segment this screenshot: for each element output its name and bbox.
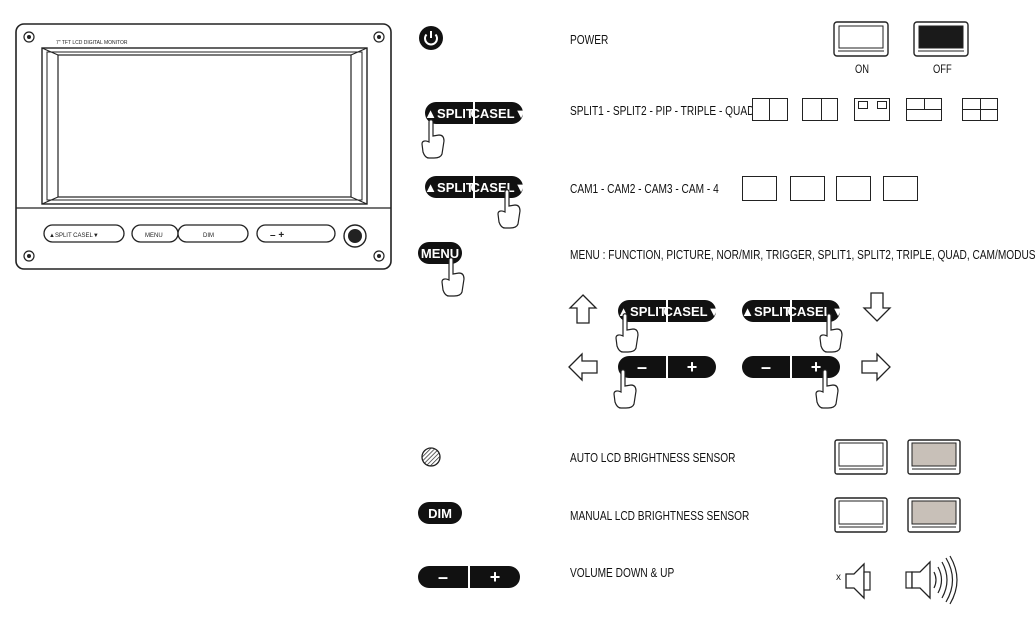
- split-case-button[interactable]: ▲SPLIT CASEL▼: [424, 102, 528, 124]
- split-modes-label: SPLIT1 - SPLIT2 - PIP - TRIPLE - QUAD: [570, 103, 755, 118]
- cam3-icon: [836, 176, 871, 201]
- split-case-button-cam[interactable]: ▲SPLIT CASEL▼: [424, 176, 528, 198]
- plus-key-label: +: [489, 566, 501, 587]
- minus-key-label: –: [437, 566, 448, 587]
- hand-pointer-icon: [441, 257, 465, 297]
- arrow-down-icon: [862, 292, 892, 322]
- case-key-label: CASEL▼: [663, 303, 721, 319]
- split1-layout-icon: [752, 98, 788, 121]
- cam2-icon: [790, 176, 825, 201]
- hand-pointer-icon: [421, 119, 445, 159]
- arrow-up-icon: [568, 294, 598, 324]
- monitor-screen: [57, 54, 352, 198]
- monitor-volume-label: – +: [270, 230, 284, 241]
- monitor-dim-button: [177, 224, 249, 243]
- dim-button-label: DIM: [428, 505, 452, 521]
- monitor-bright-icon: [834, 439, 888, 475]
- case-key-label: CASEL▼: [470, 179, 528, 195]
- arrow-right-icon: [861, 352, 891, 382]
- nav-left-volume-button[interactable]: – +: [618, 356, 716, 378]
- arrow-left-icon: [568, 352, 598, 382]
- monitor-bright-icon: [834, 497, 888, 533]
- monitor-split-case-label: ▲SPLIT CASEL▼: [49, 233, 99, 239]
- hand-pointer-icon: [613, 369, 637, 409]
- monitor-split-case-button: [43, 224, 125, 243]
- hand-pointer-icon: [819, 313, 843, 353]
- minus-key-label: –: [760, 356, 771, 377]
- pip-layout-icon: [854, 98, 890, 121]
- monitor-menu-label: MENU: [145, 233, 163, 239]
- nav-right-volume-button[interactable]: – +: [742, 356, 840, 378]
- dim-button[interactable]: DIM: [418, 502, 462, 524]
- monitor-on-icon: [833, 21, 889, 57]
- quad-layout-icon: [962, 98, 998, 121]
- cam-modes-label: CAM1 - CAM2 - CAM3 - CAM - 4: [570, 181, 719, 196]
- plus-key-label: +: [686, 356, 698, 377]
- cam4-icon: [883, 176, 918, 201]
- monitor-brand: 7" TFT LCD DIGITAL MONITOR: [56, 40, 128, 46]
- split-key-label: ▲SPLIT: [424, 105, 474, 121]
- monitor-volume-button: [256, 224, 336, 243]
- menu-button-label: MENU: [420, 245, 460, 261]
- split-key-label: ▲SPLIT: [617, 303, 667, 319]
- plus-key-label: +: [810, 356, 822, 377]
- split-key-label: ▲SPLIT: [741, 303, 791, 319]
- hand-pointer-icon: [497, 189, 521, 229]
- power-on-label: ON: [855, 62, 870, 76]
- monitor-dim-icon: [907, 497, 961, 533]
- nav-up-split-case-button[interactable]: ▲SPLIT CASEL▼: [617, 300, 721, 322]
- hand-pointer-icon: [615, 313, 639, 353]
- split-key-label: ▲SPLIT: [424, 179, 474, 195]
- mute-mark: x: [836, 572, 841, 583]
- power-icon[interactable]: [418, 25, 444, 51]
- nav-down-split-case-button[interactable]: ▲SPLIT CASEL▼: [741, 300, 844, 322]
- monitor-dim-icon: [907, 439, 961, 475]
- manual-brightness-label: MANUAL LCD BRIGHTNESS SENSOR: [570, 508, 750, 523]
- auto-brightness-label: AUTO LCD BRIGHTNESS SENSOR: [570, 450, 736, 465]
- hand-pointer-icon: [815, 369, 839, 409]
- menu-functions-label: MENU : FUNCTION, PICTURE, NOR/MIR, TRIGG…: [570, 247, 1036, 262]
- power-label: POWER: [570, 32, 609, 47]
- volume-label: VOLUME DOWN & UP: [570, 565, 675, 580]
- speaker-loud-icon: [905, 555, 958, 605]
- speaker-mute-icon: [845, 562, 871, 600]
- monitor-illustration: 7" TFT LCD DIGITAL MONITOR ▲SPLIT CASEL▼…: [15, 23, 392, 270]
- minus-key-label: –: [636, 356, 647, 377]
- cam1-icon: [742, 176, 777, 201]
- split2-layout-icon: [802, 98, 838, 121]
- power-off-label: OFF: [933, 62, 952, 76]
- monitor-dim-label: DIM: [203, 233, 214, 239]
- monitor-off-icon: [913, 21, 969, 57]
- case-key-label: CASEL▼: [470, 105, 528, 121]
- volume-button[interactable]: – +: [418, 566, 520, 588]
- light-sensor-icon: [421, 447, 441, 467]
- triple-layout-icon: [906, 98, 942, 121]
